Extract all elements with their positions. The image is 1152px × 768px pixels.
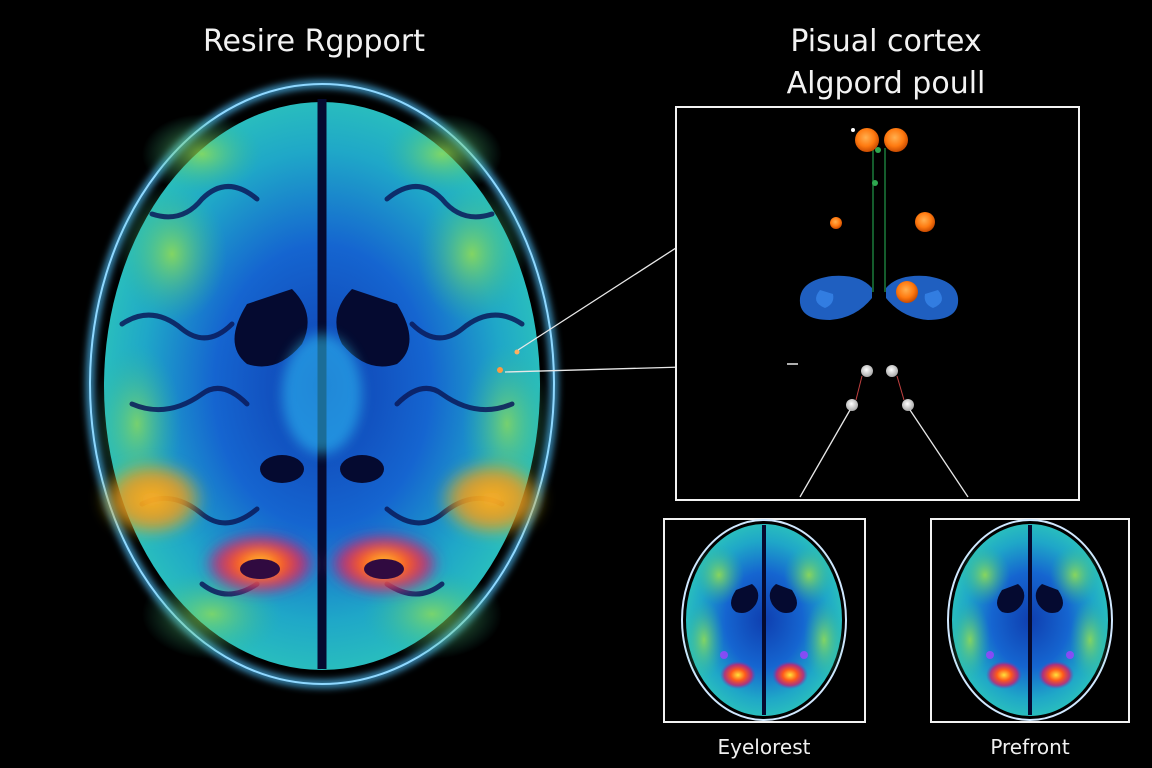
- main-brain-scan: [90, 84, 554, 684]
- thumbnail-brain-scan-right: [946, 518, 1114, 722]
- connector-line: [799, 409, 851, 498]
- right-title-line1: Pisual cortex: [790, 24, 982, 59]
- node-marker: [886, 365, 898, 377]
- activation-map: [787, 128, 959, 411]
- focus-point-marker: [497, 367, 503, 373]
- activation-dot: [915, 212, 935, 232]
- thumbnail-caption-right: Prefront: [990, 735, 1070, 759]
- thumbnail-brain-scan-left: [680, 518, 848, 722]
- node-marker: [846, 399, 858, 411]
- activation-dot: [855, 128, 879, 152]
- ventricle-left: [799, 275, 872, 320]
- activation-dot: [830, 217, 842, 229]
- activation-dot: [884, 128, 908, 152]
- right-title-line2: Algpord poull: [786, 66, 986, 101]
- thumbnail-caption-left: Eyelorest: [717, 735, 811, 759]
- node-marker: [902, 399, 914, 411]
- left-title: Resire Rgpport: [202, 24, 425, 59]
- detail-panel: [675, 106, 1080, 501]
- connector-line: [909, 409, 969, 498]
- node-marker: [861, 365, 873, 377]
- activation-dot: [896, 281, 918, 303]
- focus-point-marker: [514, 349, 520, 355]
